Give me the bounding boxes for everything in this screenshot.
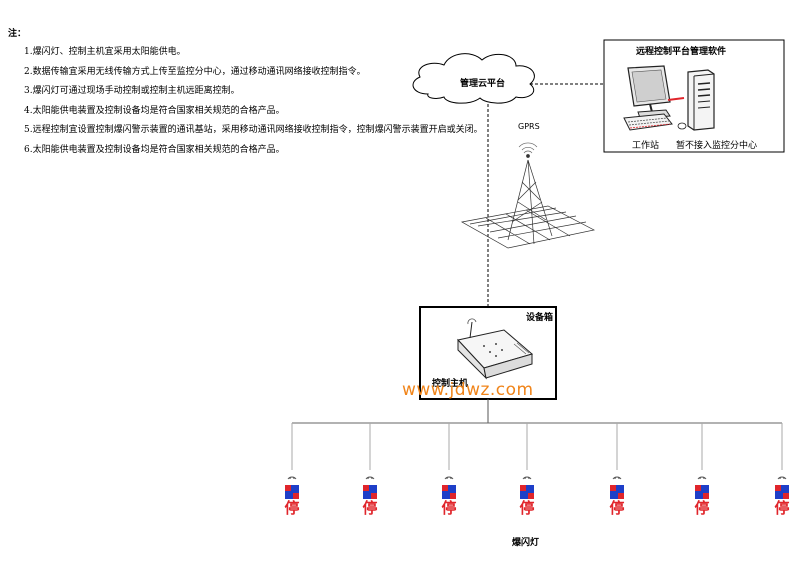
lamp-panel — [285, 485, 299, 499]
lamp-panel — [695, 485, 709, 499]
monitoring-center-label: 暂不接入监控分中心 — [676, 141, 758, 151]
workstation-label: 工作站 — [632, 141, 660, 151]
notes-title: 注： — [8, 29, 27, 39]
device-box-title: 设备箱 — [526, 313, 554, 323]
control-host-icon — [457, 318, 534, 380]
keyboard-icon — [623, 113, 687, 131]
stop-sign-text: 停 — [694, 499, 710, 517]
antenna-icon — [612, 476, 622, 480]
note-item-2: 2.数据传输宜采用无线传输方式上传至监控分中心，通过移动通讯网络接收控制指令。 — [24, 66, 366, 77]
stop-sign-text: 停 — [441, 499, 457, 517]
stop-sign-text: 停 — [284, 499, 300, 517]
note-item-5: 5.远程控制宜设置控制爆闪警示装置的通讯基站，采用移动通讯网络接收控制指令，控制… — [24, 125, 483, 135]
control-host-label: 控制主机 — [432, 379, 469, 389]
remote-platform-title: 远程控制平台管理软件 — [636, 47, 727, 57]
flash-lamp: 停 — [439, 472, 459, 522]
note-item-4: 4.太阳能供电装置及控制设备均是符合国家相关规范的合格产品。 — [24, 105, 285, 116]
pc-tower-icon — [687, 69, 715, 131]
flash-lamp: 停 — [360, 472, 380, 522]
gprs-tower-icon — [460, 142, 596, 249]
flash-lamp: 停 — [517, 472, 537, 522]
cloud-icon — [412, 53, 535, 104]
antenna-icon — [522, 476, 532, 480]
note-item-3: 3.爆闪灯可通过现场手动控制或控制主机远距离控制。 — [24, 86, 240, 96]
notes-block: 注： 1.爆闪灯、控制主机宜采用太阳能供电。 2.数据传输宜采用无线传输方式上传… — [8, 26, 483, 160]
gprs-label: GPRS — [518, 122, 540, 131]
lamp-panel — [775, 485, 789, 499]
antenna-icon — [365, 476, 375, 480]
stop-sign-text: 停 — [362, 499, 378, 517]
cloud-label: 管理云平台 — [460, 79, 506, 89]
lamp-panel — [363, 485, 377, 499]
flash-lamp: 停 — [692, 472, 712, 522]
stop-sign-text: 停 — [519, 499, 535, 517]
stop-sign-text: 停 — [609, 499, 625, 517]
antenna-icon — [777, 476, 787, 480]
antenna-icon — [444, 476, 454, 480]
stop-sign-text: 停 — [774, 499, 790, 517]
lamp-panel — [610, 485, 624, 499]
note-item-1: 1.爆闪灯、控制主机宜采用太阳能供电。 — [24, 47, 186, 57]
lamp-panel — [520, 485, 534, 499]
note-item-6: 6.太阳能供电装置及控制设备均是符合国家相关规范的合格产品。 — [24, 144, 285, 155]
flash-lamp-caption: 爆闪灯 — [512, 538, 540, 548]
antenna-icon — [287, 476, 297, 480]
flash-lamp: 停 — [772, 472, 792, 522]
flash-lamp: 停 — [282, 472, 302, 522]
flash-lamp: 停 — [607, 472, 627, 522]
lamp-panel — [442, 485, 456, 499]
watermark: www.jdwz.com — [402, 380, 534, 400]
antenna-icon — [697, 476, 707, 480]
